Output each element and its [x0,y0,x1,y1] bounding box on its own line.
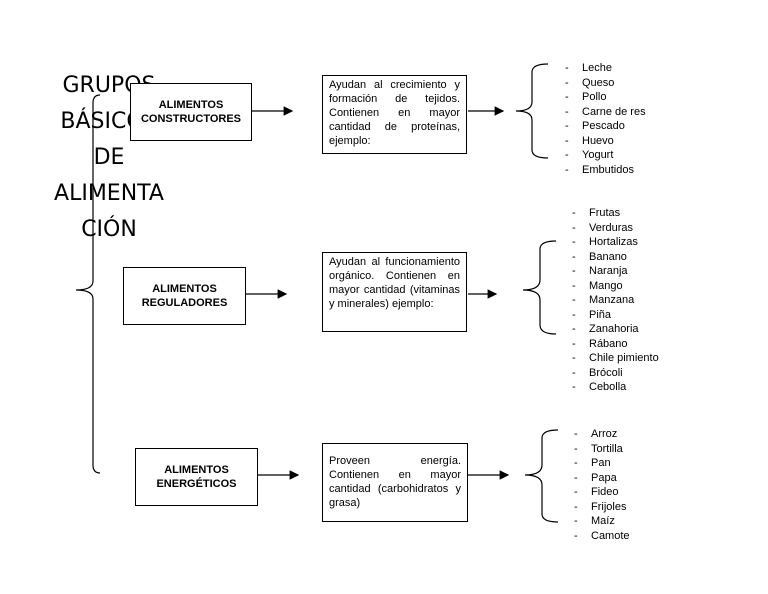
list-item: -Zanahoria [572,323,639,335]
list-item: -Fideo [574,486,619,498]
category-label: CONSTRUCTORES [140,113,242,125]
main-brace [75,94,101,474]
category-label: ENERGÉTICOS [156,478,237,490]
food-list-energeticos: -Arroz -Tortilla -Pan -Papa -Fideo -Frij… [574,427,630,543]
list-item: -Embutidos [565,163,634,176]
list-item: -Camote [574,529,630,542]
brace-reguladores [522,240,557,335]
category-label: REGULADORES [141,297,228,309]
description-box-energeticos: Proveen energía. Contienen en mayor cant… [322,443,468,522]
list-item: -Pescado [565,120,625,132]
brace-energeticos [524,429,559,523]
list-item: -Hortalizas [572,236,638,248]
brace-constructores [515,63,549,159]
list-item: -Brócoli [572,366,623,379]
title-line: DE [93,145,125,170]
category-label: ALIMENTOS [164,464,229,476]
list-item: -Chile pimiento [572,352,659,364]
list-item: -Yogurt [565,149,614,161]
food-list-constructores: -Leche -Queso -Pollo -Carne de res -Pesc… [565,61,646,177]
list-item: -Mango [572,279,623,292]
list-item: -Queso [565,76,615,89]
list-item: -Frijoles [574,500,627,513]
category-box-energeticos: ALIMENTOS ENERGÉTICOS [135,448,258,506]
list-item: -Manzana [572,294,635,306]
list-item: -Maíz [574,515,615,527]
description-text: Proveen energía. Contienen en mayor cant… [329,455,461,509]
list-item: -Leche [565,62,612,74]
list-item: -Pan [574,457,611,469]
list-item: -Papa [574,471,617,484]
list-item: -Huevo [565,134,614,147]
list-item: -Banano [572,250,627,263]
description-box-reguladores: Ayudan al funcionamiento orgánico. Conti… [322,252,467,332]
category-label: ALIMENTOS [158,99,224,111]
list-item: -Naranja [572,265,628,277]
category-box-constructores: ALIMENTOS CONSTRUCTORES [130,83,252,141]
title-line: CIÓN [81,217,137,242]
list-item: -Piña [572,308,612,321]
list-item: -Arroz [574,428,618,440]
list-item: -Tortilla [574,442,623,455]
list-item: -Frutas [572,207,621,219]
category-label: ALIMENTOS [152,283,217,295]
description-box-constructores: Ayudan al crecimiento y formación de tej… [322,75,467,154]
list-item: -Rábano [572,337,628,350]
category-box-reguladores: ALIMENTOS REGULADORES [123,267,246,325]
list-item: -Verduras [572,221,634,234]
food-list-reguladores: -Frutas -Verduras -Hortalizas -Banano -N… [572,206,659,395]
list-item: -Pollo [565,91,607,103]
title-line: ALIMENTA [54,181,164,206]
list-item: -Carne de res [565,105,646,118]
list-item: -Cebolla [572,381,627,393]
